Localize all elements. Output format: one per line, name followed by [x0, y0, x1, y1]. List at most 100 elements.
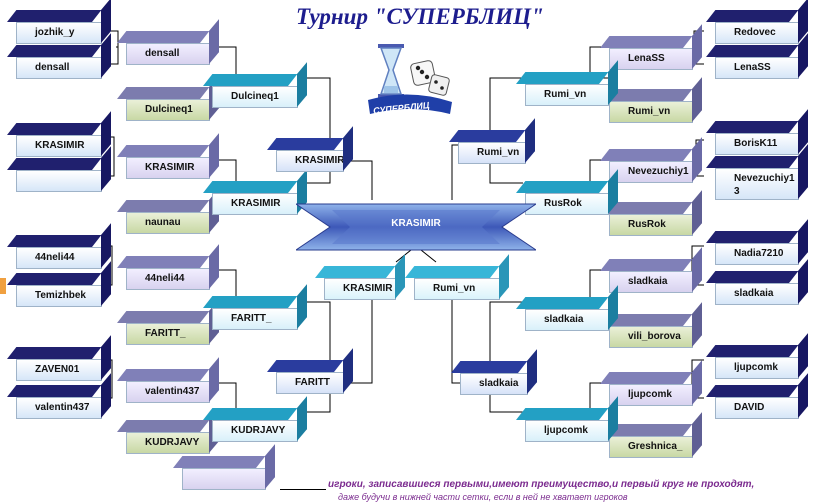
right-r1-slot[interactable]: LenaSS — [715, 57, 799, 79]
left-r2-slot[interactable]: FARITT_ — [126, 323, 210, 345]
player-name: naunau — [145, 217, 181, 228]
right-r4-slot[interactable]: sladkaia — [460, 373, 528, 395]
right-r2-slot[interactable]: Rumi_vn — [609, 101, 693, 123]
right-r2-slot[interactable]: Greshnica_ — [609, 436, 693, 458]
player-name: DAVID — [734, 402, 765, 413]
player-name: Dulcineq1 — [145, 104, 193, 115]
player-name: 44neli44 — [145, 273, 185, 284]
right-r1-slot[interactable]: BorisK11 — [715, 133, 799, 155]
right-r3-slot[interactable]: Rumi_vn — [525, 84, 609, 106]
right-semifinal-slot[interactable]: Rumi_vn — [414, 278, 500, 300]
left-r2-slot[interactable]: KRASIMIR — [126, 157, 210, 179]
player-name: sladkaia — [628, 276, 668, 287]
player-name: KRASIMIR — [295, 155, 345, 166]
left-r1-slot[interactable]: 44neli44 — [16, 247, 102, 269]
player-name: 44neli44 — [35, 252, 75, 263]
player-name: sladkaia — [479, 378, 519, 389]
player-name: RusRok — [628, 219, 666, 230]
hourglass-dice-icon — [368, 44, 452, 114]
player-name: FARITT — [295, 377, 330, 388]
right-r2-slot[interactable]: ljupcomk — [609, 384, 693, 406]
left-r1-slot[interactable]: valentin437 — [16, 397, 102, 419]
right-r2-slot[interactable]: RusRok — [609, 214, 693, 236]
right-r1-slot[interactable]: Nadia7210 — [715, 243, 799, 265]
player-name: KRASIMIR — [145, 162, 195, 173]
player-name: sladkaia — [544, 314, 584, 325]
player-name: KRASIMIR — [231, 198, 281, 209]
left-r1-slot[interactable] — [16, 170, 102, 192]
right-r1-slot[interactable]: Nevezuchiy1 3 — [715, 168, 799, 200]
player-name: Redovec — [734, 27, 776, 38]
player-name: Dulcineq1 — [231, 91, 279, 102]
player-name: KRASIMIR — [343, 283, 393, 294]
player-name: valentin437 — [145, 386, 200, 397]
right-r2-slot[interactable]: Nevezuchiy1 — [609, 161, 693, 183]
right-r1-slot[interactable]: DAVID — [715, 397, 799, 419]
left-r1-slot[interactable]: densall — [16, 57, 102, 79]
left-r1-slot[interactable]: KRASIMIR — [16, 135, 102, 157]
player-name: Nadia7210 — [734, 248, 784, 259]
left-r4-slot[interactable]: KRASIMIR — [276, 150, 344, 172]
player-name: BorisK11 — [734, 138, 778, 149]
player-name: Rumi_vn — [544, 89, 587, 100]
player-name: ljupcomk — [628, 389, 672, 400]
left-r1-slot[interactable]: ZAVEN01 — [16, 359, 102, 381]
player-name: densall — [35, 62, 70, 73]
banner-shape — [294, 203, 538, 251]
player-name: Rumi_vn — [477, 147, 520, 158]
right-r3-slot[interactable]: sladkaia — [525, 309, 609, 331]
player-name: KRASIMIR — [35, 140, 85, 151]
left-r2-slot[interactable]: densall — [126, 43, 210, 65]
right-r4-slot[interactable]: Rumi_vn — [458, 142, 526, 164]
left-r2-slot[interactable]: 44neli44 — [126, 268, 210, 290]
left-r2-slot[interactable]: Dulcineq1 — [126, 99, 210, 121]
left-r2-slot[interactable]: valentin437 — [126, 381, 210, 403]
player-name: jozhik_y — [35, 27, 75, 38]
left-r4-slot[interactable]: FARITT — [276, 372, 344, 394]
player-name: Rumi_vn — [433, 283, 476, 294]
player-name: vili_borova — [628, 331, 681, 342]
player-name: FARITT_ — [145, 328, 186, 339]
player-name: sladkaia — [734, 288, 774, 299]
player-name: KUDRJAVY — [145, 437, 200, 448]
champion-name: KRASIMIR — [391, 218, 441, 229]
rules-note: игроки, записавшиеся первыми,имеют преим… — [328, 479, 755, 490]
right-r3-slot[interactable]: ljupcomk — [525, 420, 609, 442]
left-extra-slot[interactable] — [182, 468, 266, 490]
left-r3-slot[interactable]: Dulcineq1 — [212, 86, 298, 108]
left-r2-slot[interactable]: KUDRJAVY — [126, 432, 210, 454]
player-name: densall — [145, 48, 180, 59]
player-name: valentin437 — [35, 402, 90, 413]
player-name: Greshnica_ — [628, 441, 683, 452]
player-name: KUDRJAVY — [231, 425, 286, 436]
right-r1-slot[interactable]: Redovec — [715, 22, 799, 44]
right-r2-slot[interactable]: sladkaia — [609, 271, 693, 293]
cell-marker — [0, 278, 6, 294]
right-r3-slot[interactable]: RusRok — [525, 193, 609, 215]
player-name: ZAVEN01 — [35, 364, 80, 375]
left-semifinal-slot[interactable]: KRASIMIR — [324, 278, 396, 300]
champion-banner[interactable]: KRASIMIR — [294, 200, 538, 254]
right-r2-slot[interactable]: vili_borova — [609, 326, 693, 348]
player-name: Nevezuchiy1 3 — [734, 173, 795, 197]
player-name: LenaSS — [734, 62, 771, 73]
right-r1-slot[interactable]: sladkaia — [715, 283, 799, 305]
rules-note-continued: даже будучи в нижней части сетки, если в… — [338, 492, 628, 502]
player-name: Temizhbek — [35, 290, 86, 301]
right-r1-slot[interactable]: ljupcomk — [715, 357, 799, 379]
tournament-title: Турнир "СУПЕРБЛИЦ" — [296, 4, 544, 29]
left-r1-slot[interactable]: jozhik_y — [16, 22, 102, 44]
left-r1-slot[interactable]: Temizhbek — [16, 285, 102, 307]
note-underline — [280, 489, 326, 490]
right-r2-slot[interactable]: LenaSS — [609, 48, 693, 70]
player-name: Nevezuchiy1 — [628, 166, 689, 177]
left-r3-slot[interactable]: FARITT_ — [212, 308, 298, 330]
left-r3-slot[interactable]: KUDRJAVY — [212, 420, 298, 442]
left-r3-slot[interactable]: KRASIMIR — [212, 193, 298, 215]
left-r2-slot[interactable]: naunau — [126, 212, 210, 234]
player-name: RusRok — [544, 198, 582, 209]
player-name: ljupcomk — [544, 425, 588, 436]
player-name: FARITT_ — [231, 313, 272, 324]
player-name: ljupcomk — [734, 362, 778, 373]
